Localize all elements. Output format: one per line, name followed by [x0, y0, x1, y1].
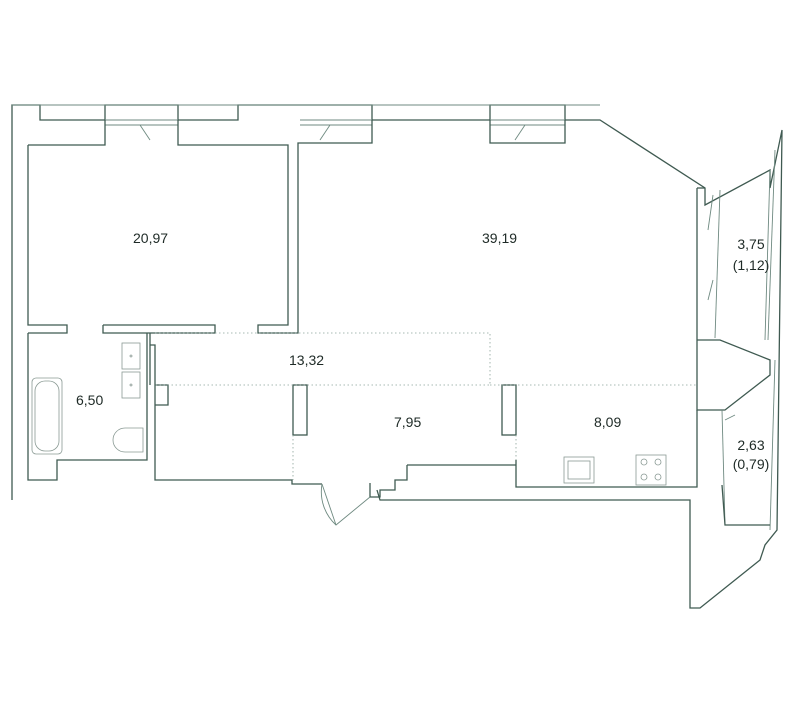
- bathtub: [31, 377, 63, 455]
- corridor-area-label: 13,32: [289, 352, 325, 368]
- balcony-door-swing-1: [707, 194, 714, 231]
- window-swing-2: [319, 124, 331, 141]
- balcony-lower-wall: [721, 484, 770, 526]
- sink-1: [121, 342, 141, 370]
- stove: [635, 454, 667, 486]
- bathroom-area-label: 6,50: [76, 392, 104, 408]
- column-block: [696, 339, 771, 411]
- kitchen-sink: [563, 456, 595, 484]
- bathtub-inner: [34, 380, 60, 452]
- stove-burner-1: [640, 458, 648, 466]
- column-2: [501, 384, 517, 436]
- bathroom-wall-right: [27, 333, 148, 481]
- balcony-lower-area-label: 2,63: [737, 437, 765, 453]
- hall-area-label: 7,95: [394, 414, 422, 430]
- window-swing-3: [514, 124, 526, 141]
- balcony-upper-area-label: 3,75: [737, 236, 765, 252]
- entrance-door-leaf: [321, 483, 337, 526]
- bedroom-wall-right: [177, 120, 300, 334]
- toilet: [112, 427, 144, 453]
- stove-burner-2: [654, 458, 662, 466]
- bedroom-area-label: 20,97: [133, 230, 169, 246]
- sink-2: [121, 371, 141, 399]
- kitchen-wall: [515, 410, 698, 488]
- corridor-zone: [155, 332, 491, 386]
- bedroom-wall: [28, 120, 106, 146]
- corridor-lower-wall: [155, 384, 169, 406]
- balcony-door-swing-2: [707, 279, 714, 301]
- balcony-lower-swing: [724, 414, 736, 421]
- bedroom-wall-left: [27, 145, 68, 334]
- kitchen-sink-inner: [567, 460, 591, 480]
- balcony-lower-outer: [769, 359, 776, 531]
- bedroom-bottom-wall: [102, 324, 216, 334]
- balcony-upper-outer: [764, 169, 771, 341]
- living-wall-top-right: [489, 120, 566, 144]
- sink-2-drain: [129, 383, 133, 387]
- balcony-lower-inner: [721, 409, 726, 526]
- stove-burner-4: [654, 473, 662, 481]
- balcony-upper-glass: [767, 149, 776, 341]
- balcony-upper-inner: [714, 189, 721, 339]
- column-1: [292, 384, 308, 436]
- entry-wall-left: [150, 344, 322, 485]
- living-room-area-label: 39,19: [482, 230, 518, 246]
- balcony-lower-reduced-label: (0,79): [732, 456, 770, 472]
- entry-niche: [369, 465, 408, 498]
- living-wall-top: [300, 120, 373, 144]
- stove-burner-3: [640, 473, 648, 481]
- window-swing-1: [139, 124, 151, 141]
- sink-1-drain: [129, 354, 133, 358]
- balcony-upper-reduced-label: (1,12): [732, 257, 770, 273]
- kitchen-area-label: 8,09: [594, 414, 622, 430]
- outer-wall: [11, 104, 783, 609]
